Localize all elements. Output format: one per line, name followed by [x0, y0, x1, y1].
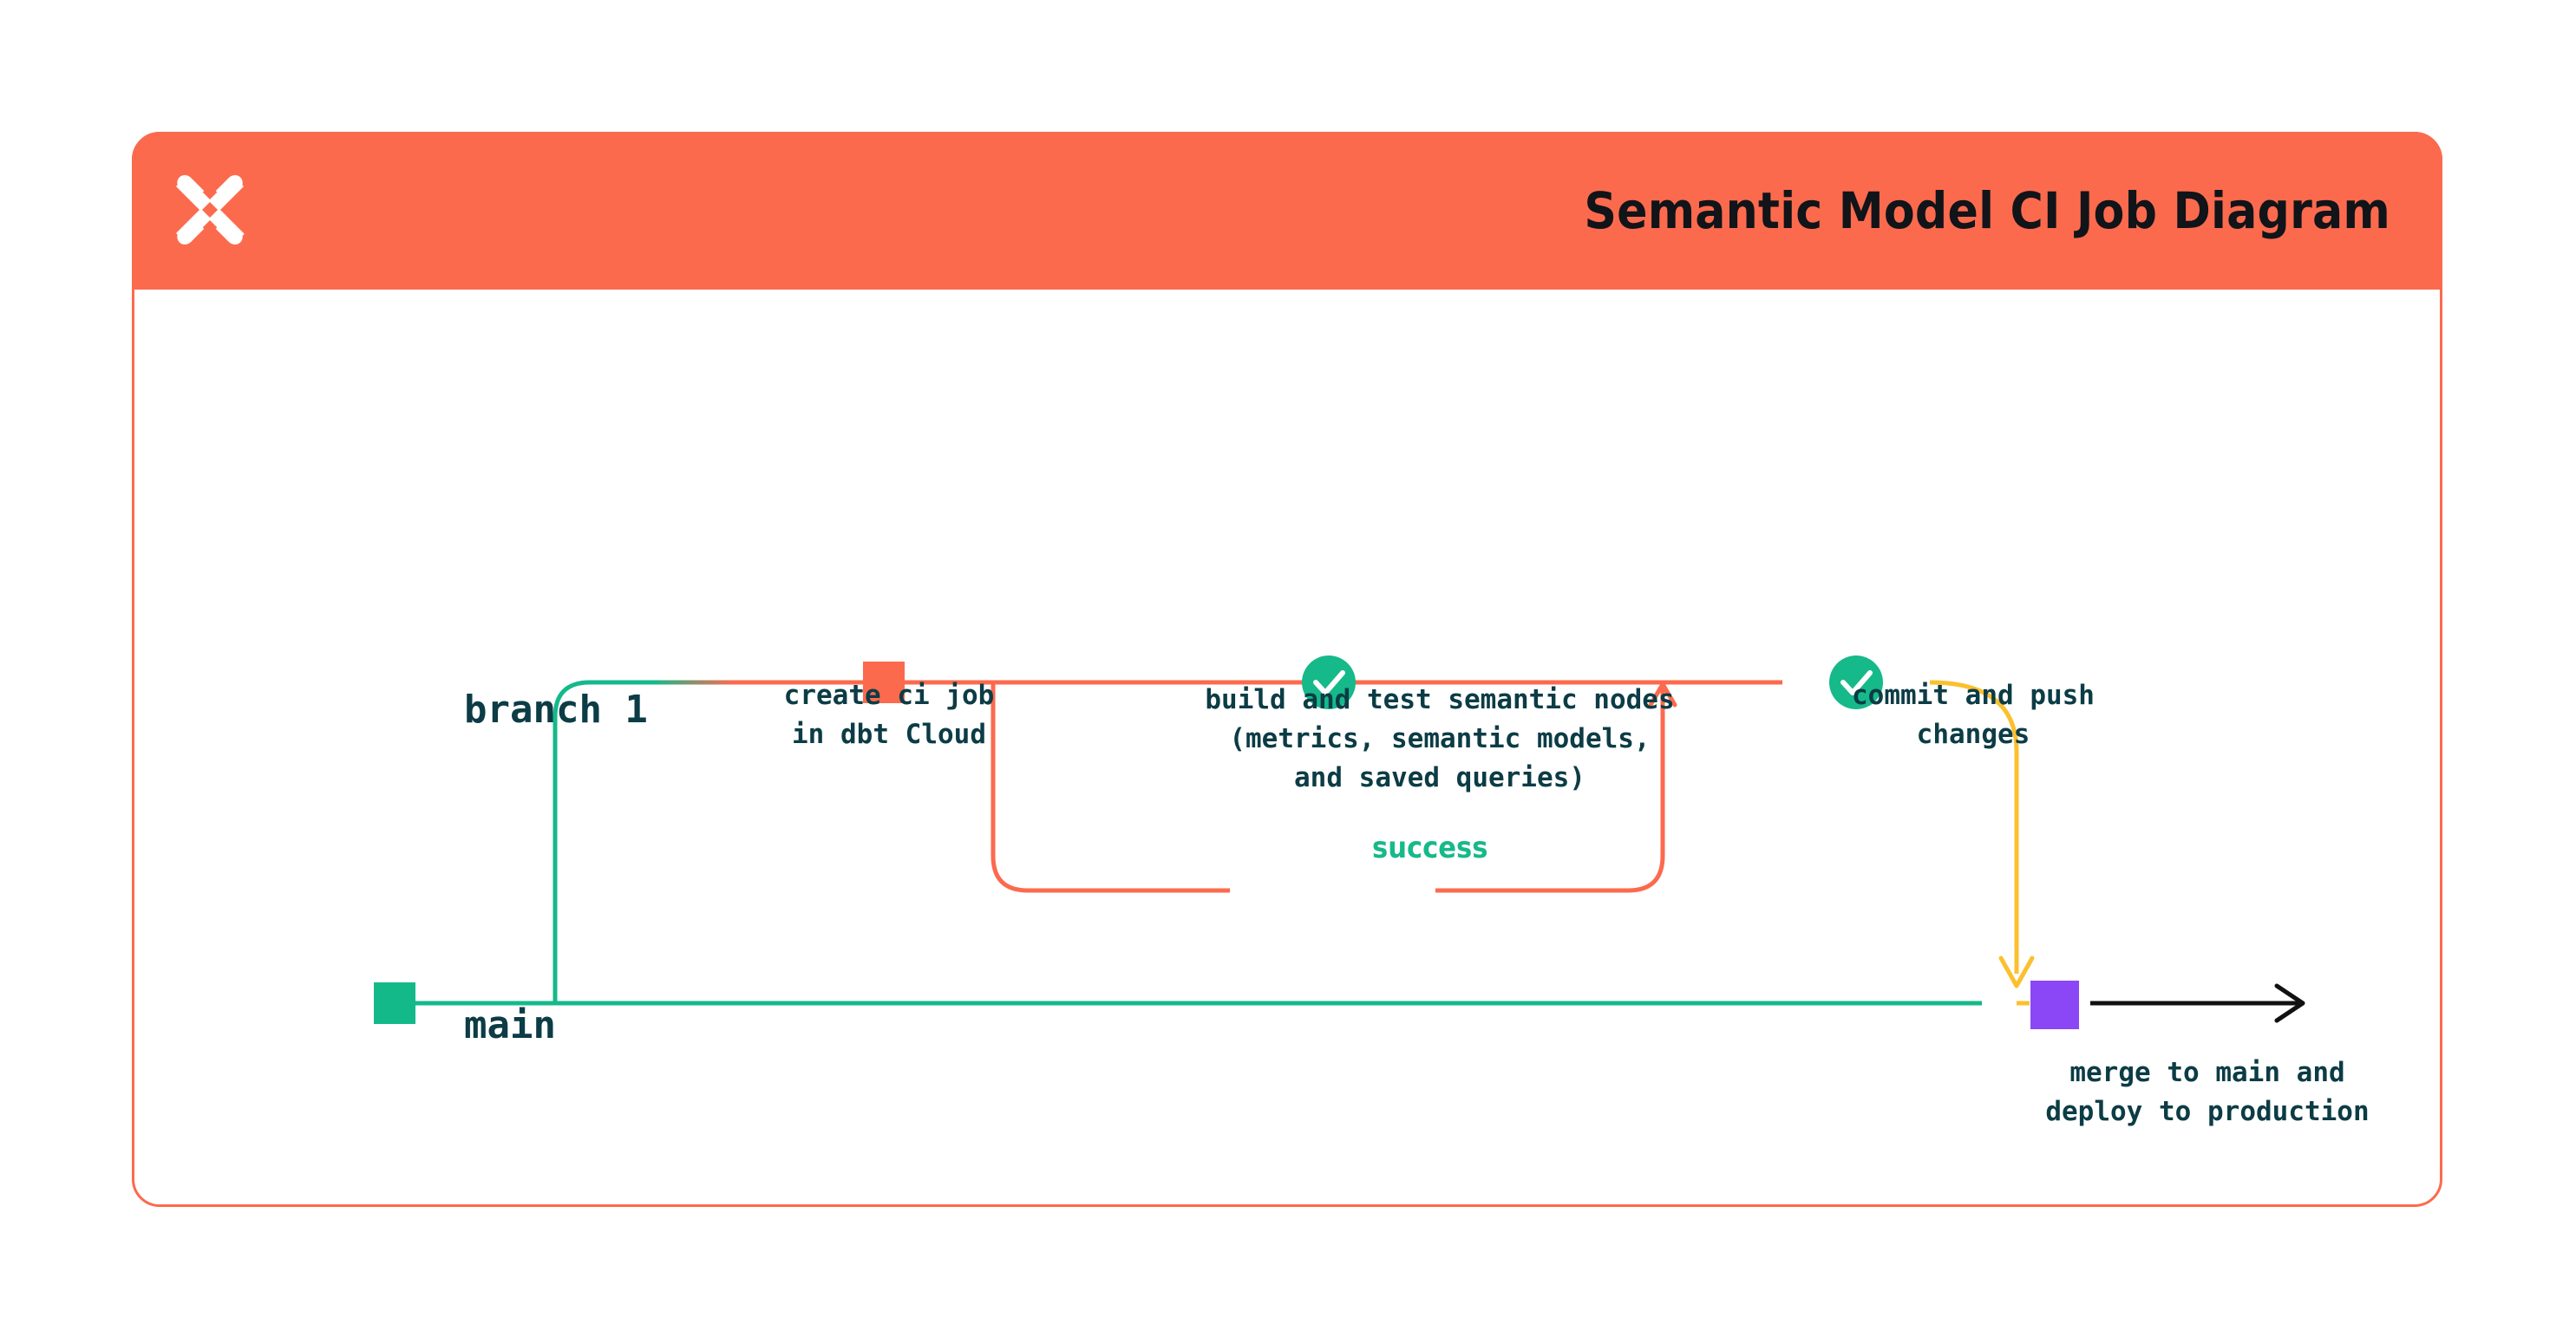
- page-title: Semantic Model CI Job Diagram: [1584, 181, 2390, 240]
- merge-to-main-node[interactable]: [2030, 981, 2079, 1029]
- create-ci-job-node[interactable]: [863, 662, 905, 703]
- commit-and-push-check-icon[interactable]: [1829, 655, 1883, 709]
- dbt-x-logo-icon: [168, 168, 252, 251]
- caption-build-and-test: build and test semantic nodes (metrics, …: [1205, 684, 1675, 793]
- success-loop-label: success: [1362, 831, 1499, 865]
- caption-merge-to-main: merge to main and deploy to production: [2045, 1057, 2370, 1127]
- caption-commit-and-push: commit and push changes: [1852, 680, 2095, 750]
- main-end-arrow: [2090, 983, 2305, 1023]
- build-and-test-check-icon[interactable]: [1302, 655, 1356, 709]
- diagram-canvas: [134, 292, 2440, 1207]
- card-header: Semantic Model CI Job Diagram: [132, 132, 2442, 290]
- success-loop-path: [991, 682, 1677, 893]
- lane-label-branch1: branch 1: [464, 688, 648, 732]
- lane-label-main: main: [464, 1003, 556, 1047]
- caption-create-ci-job: create ci job in dbt Cloud: [783, 680, 995, 750]
- diagram-card: Semantic Model CI Job Diagram: [132, 132, 2442, 1207]
- branch-split-curve: [552, 680, 733, 1003]
- main-start-node[interactable]: [374, 982, 415, 1024]
- merge-down-arrow-path: [1929, 680, 2035, 1006]
